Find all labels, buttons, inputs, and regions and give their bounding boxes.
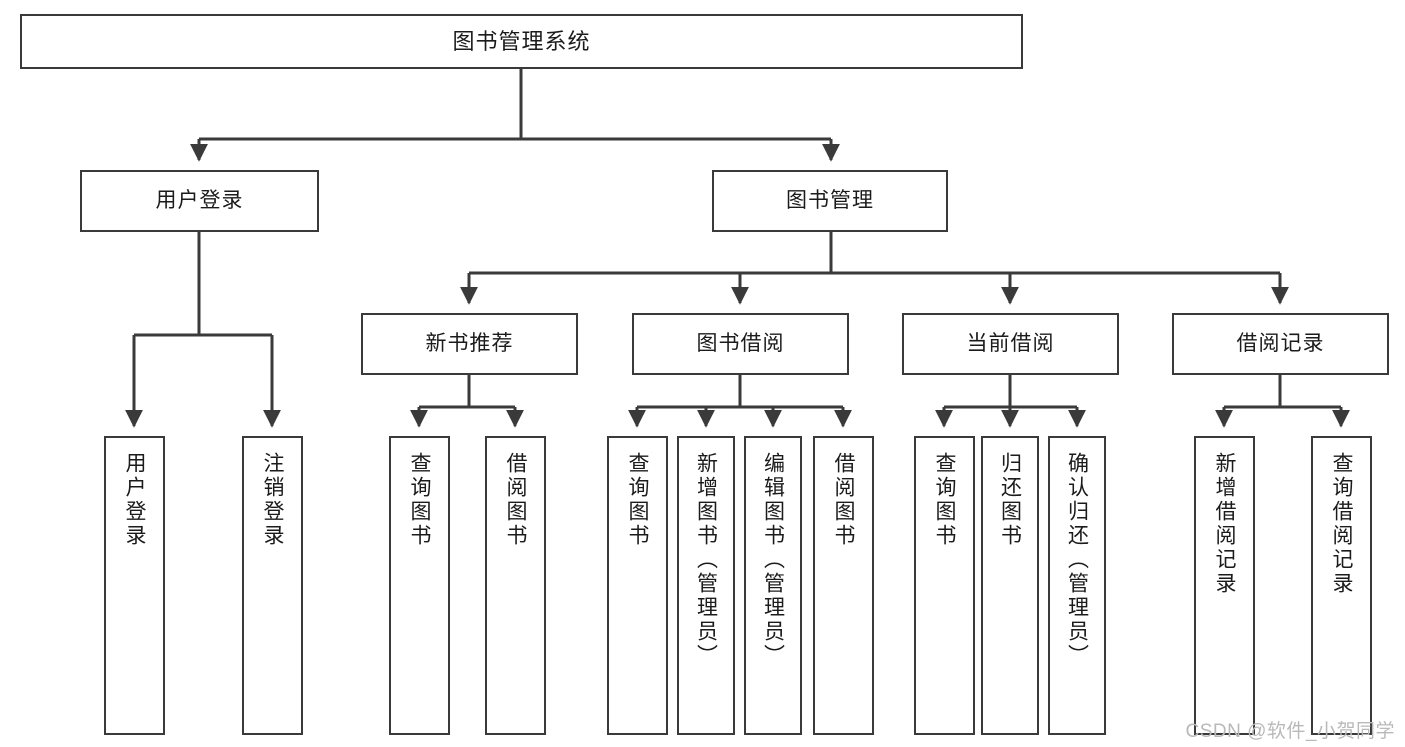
leaf-current-borrow-query-book[interactable]: 查询图书 (914, 436, 975, 735)
node-label: 用户登录 (123, 452, 146, 548)
node-label: 查询图书 (626, 452, 649, 548)
node-label: 新增借阅记录 (1213, 452, 1236, 596)
leaf-new-book-query-book[interactable]: 查询图书 (389, 436, 450, 735)
node-current-borrow[interactable]: 当前借阅 (902, 313, 1119, 375)
leaf-user-login-logout[interactable]: 注销登录 (242, 436, 303, 735)
leaf-borrow-record-query-record[interactable]: 查询借阅记录 (1311, 436, 1372, 735)
leaf-book-borrow-edit-book-admin[interactable]: 编辑图书（管理员） (744, 436, 802, 735)
node-new-book-recommend[interactable]: 新书推荐 (361, 313, 578, 375)
leaf-borrow-record-add-record[interactable]: 新增借阅记录 (1194, 436, 1255, 735)
node-label: 图书借阅 (696, 331, 785, 355)
node-label: 新书推荐 (425, 331, 514, 355)
node-label: 图书管理系统 (452, 28, 591, 54)
node-root-book-management-system[interactable]: 图书管理系统 (20, 14, 1023, 69)
leaf-user-login-login[interactable]: 用户登录 (104, 436, 165, 735)
node-label: 查询图书 (408, 452, 431, 548)
node-label: 当前借阅 (966, 331, 1055, 355)
node-label: 用户登录 (155, 188, 244, 212)
node-label: 查询借阅记录 (1330, 452, 1353, 596)
leaf-book-borrow-borrow-book[interactable]: 借阅图书 (813, 436, 874, 735)
node-label: 图书管理 (786, 188, 874, 212)
node-label: 新增图书（管理员） (694, 452, 718, 668)
node-user-login[interactable]: 用户登录 (80, 170, 319, 232)
node-label: 借阅图书 (504, 452, 527, 548)
node-label: 注销登录 (261, 452, 284, 548)
node-label: 编辑图书（管理员） (761, 452, 785, 668)
node-book-management[interactable]: 图书管理 (712, 170, 948, 232)
node-label: 借阅记录 (1236, 331, 1325, 355)
node-borrow-record[interactable]: 借阅记录 (1172, 313, 1389, 375)
node-label: 确认归还（管理员） (1065, 452, 1089, 668)
leaf-book-borrow-query-book[interactable]: 查询图书 (607, 436, 668, 735)
leaf-new-book-borrow-book[interactable]: 借阅图书 (485, 436, 546, 735)
leaf-current-borrow-return-book[interactable]: 归还图书 (981, 436, 1039, 735)
node-label: 归还图书 (998, 452, 1022, 548)
node-book-borrow[interactable]: 图书借阅 (632, 313, 849, 375)
node-label: 借阅图书 (832, 452, 855, 548)
node-label: 查询图书 (933, 452, 956, 548)
watermark-text: CSDN @软件_小贺同学 (1185, 721, 1395, 742)
leaf-current-borrow-confirm-return-admin[interactable]: 确认归还（管理员） (1048, 436, 1106, 735)
leaf-book-borrow-add-book-admin[interactable]: 新增图书（管理员） (677, 436, 735, 735)
